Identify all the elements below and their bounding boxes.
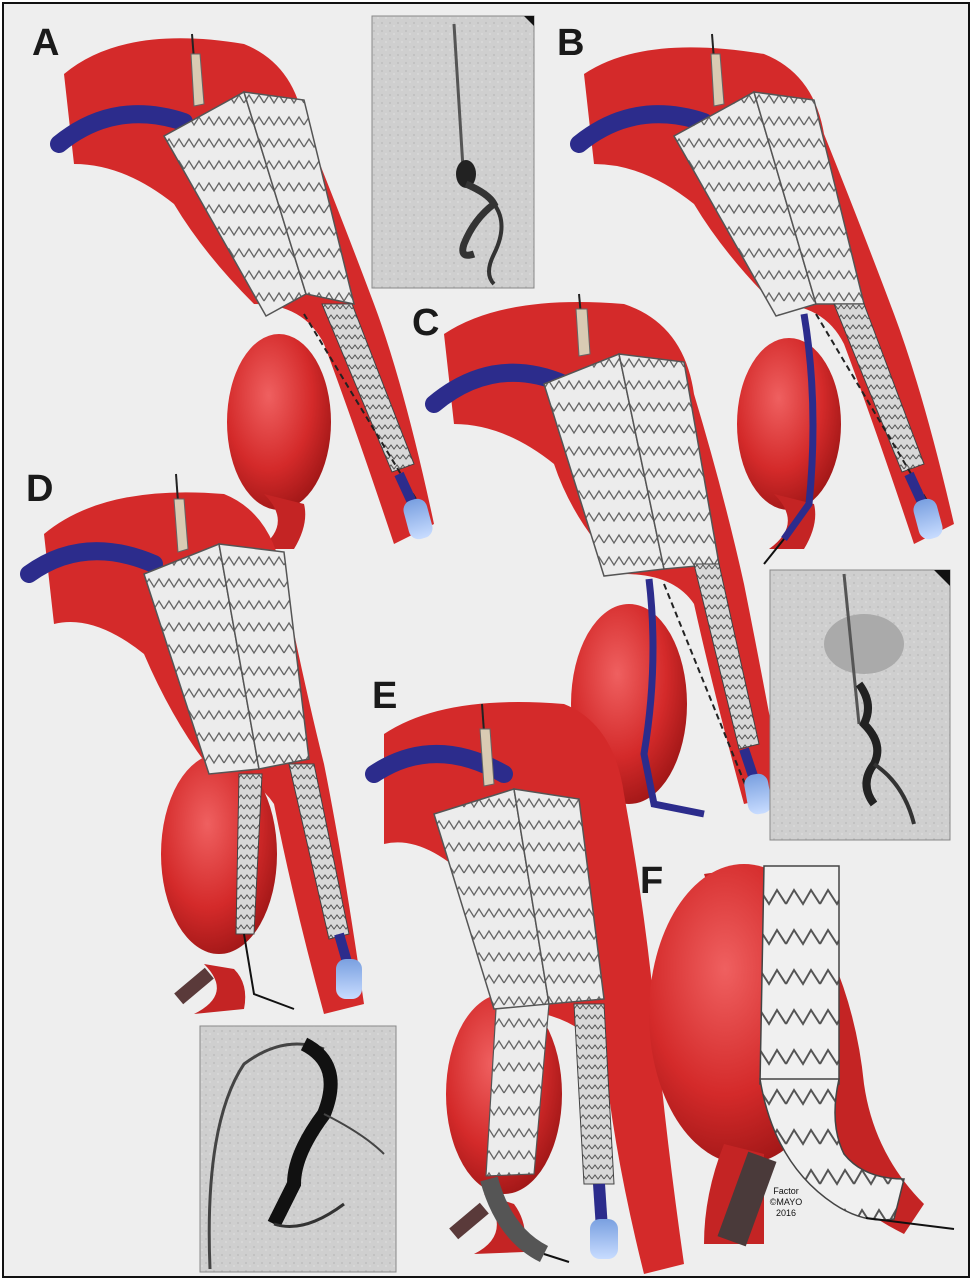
credit-owner: ©MAYO [769,1197,803,1207]
illustration [20,15,955,1274]
panel-a-illustration [50,33,434,549]
panel-label-a: A [32,22,60,64]
panel-b-illustration [570,33,954,565]
panel-f-illustration [649,864,955,1247]
panel-e-illustration [365,702,684,1274]
stent-graft-body [759,865,840,1085]
angiogram-c [769,569,951,841]
panel-label-f: F [640,860,664,902]
panel-label-e: E [372,675,398,717]
aortic-arch [64,38,434,545]
panel-label-b: B [557,22,585,64]
angiogram-d [199,1025,397,1273]
copyright-credit: Factor ©MAYO 2016 [756,1186,816,1219]
panel-label-d: D [26,468,54,510]
catheter [50,105,193,153]
credit-author: Factor [773,1186,799,1196]
aneurysm [227,334,331,510]
angiogram-a [371,15,535,289]
limb-graft [321,303,415,473]
panel-label-c: C [412,302,440,344]
credit-year: 2016 [775,1208,797,1218]
panel-d-illustration [20,473,364,1014]
panel-c-illustration [425,293,784,819]
